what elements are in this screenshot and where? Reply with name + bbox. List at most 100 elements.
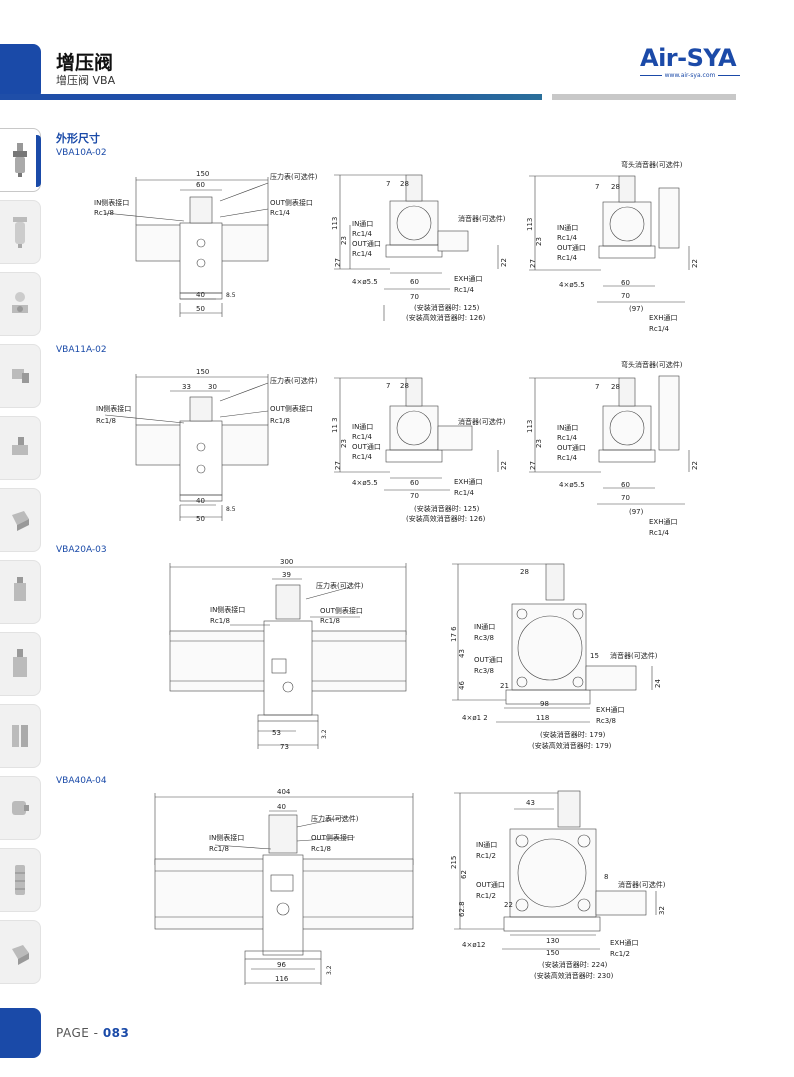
svg-text:215: 215 [450, 856, 458, 869]
svg-text:22: 22 [691, 259, 699, 268]
page-number-value: 083 [102, 1026, 130, 1040]
svg-text:7: 7 [595, 383, 599, 391]
silencer-icon [15, 865, 25, 895]
svg-text:32: 32 [658, 906, 666, 915]
svg-text:28: 28 [611, 183, 620, 191]
svg-text:22: 22 [691, 461, 699, 470]
svg-text:62: 62 [460, 870, 468, 879]
svg-text:OUT通口: OUT通口 [476, 880, 505, 889]
svg-text:OUT通口: OUT通口 [474, 655, 503, 664]
side-view-drawing: 7 28 11 3 23 27 IN通口 Rc1/4 OUT通口 Rc1/4 消… [331, 377, 508, 523]
svg-text:23: 23 [535, 237, 543, 246]
svg-text:46: 46 [458, 681, 466, 690]
svg-text:Rc1/8: Rc1/8 [210, 617, 230, 625]
sidebar-item-actuator[interactable] [0, 632, 41, 696]
sidebar-item-valve[interactable] [0, 416, 41, 480]
svg-text:113: 113 [526, 218, 534, 231]
gauge-icon [12, 292, 28, 313]
svg-text:96: 96 [277, 961, 286, 969]
svg-text:Rc1/4: Rc1/4 [649, 325, 670, 333]
svg-text:40: 40 [277, 803, 286, 811]
svg-text:Rc1/4: Rc1/4 [352, 250, 373, 258]
svg-text:压力表(可选件): 压力表(可选件) [270, 172, 318, 181]
svg-text:压力表(可选件): 压力表(可选件) [316, 581, 364, 590]
svg-text:消音器(可选件): 消音器(可选件) [458, 417, 506, 426]
svg-text:4×ø1 2: 4×ø1 2 [462, 714, 488, 722]
sidebar-item-silencer[interactable] [0, 848, 41, 912]
svg-text:62.8: 62.8 [458, 901, 466, 917]
svg-text:113: 113 [526, 420, 534, 433]
valve-icon [12, 437, 28, 455]
svg-text:消音器(可选件): 消音器(可选件) [618, 880, 666, 889]
regulator-icon [13, 143, 27, 177]
sidebar-item-cylinder[interactable] [0, 560, 41, 624]
sidebar-item-gauge[interactable] [0, 272, 41, 336]
svg-text:(97): (97) [629, 305, 644, 313]
svg-text:28: 28 [400, 180, 409, 188]
svg-text:50: 50 [196, 515, 205, 523]
svg-text:60: 60 [196, 181, 205, 189]
svg-text:Rc1/4: Rc1/4 [352, 453, 373, 461]
actuator-icon [13, 649, 27, 677]
svg-text:(安装高效消音器时: 126): (安装高效消音器时: 126) [406, 514, 486, 523]
svg-text:Rc3/8: Rc3/8 [474, 634, 494, 642]
svg-text:Rc3/8: Rc3/8 [596, 717, 616, 725]
svg-text:OUT侧表接口: OUT侧表接口 [270, 404, 313, 413]
svg-text:Rc1/4: Rc1/4 [454, 489, 475, 497]
svg-text:Rc1/4: Rc1/4 [557, 454, 578, 462]
sidebar-item-fitting[interactable] [0, 344, 41, 408]
logo-text: Air-SYA [640, 44, 737, 72]
svg-text:Rc1/4: Rc1/4 [270, 209, 291, 217]
header-tab [0, 44, 41, 100]
sidebar-item-unit[interactable] [0, 704, 41, 768]
svg-text:39: 39 [282, 571, 291, 579]
svg-text:28: 28 [400, 382, 409, 390]
sidebar-item-connector[interactable] [0, 776, 41, 840]
svg-text:8.5: 8.5 [226, 292, 236, 299]
svg-text:22: 22 [500, 258, 508, 267]
svg-text:(安装消音器时: 125): (安装消音器时: 125) [414, 303, 480, 312]
svg-text:IN通口: IN通口 [352, 219, 373, 228]
svg-text:OUT侧表接口: OUT侧表接口 [320, 606, 363, 615]
svg-text:IN通口: IN通口 [557, 423, 578, 432]
svg-text:Rc1/8: Rc1/8 [96, 417, 116, 425]
sidebar-item-pressure-valve[interactable] [0, 128, 41, 192]
svg-text:27: 27 [529, 259, 537, 268]
front-view-drawing: 404 40 压力表(可选件) IN侧表接口 Rc1/8 OUT侧表接口 Rc1… [154, 788, 414, 985]
svg-text:43: 43 [458, 649, 466, 658]
front-view-drawing: 300 39 压力表(可选件) IN侧表接口 Rc1/8 OUT侧表接口 Rc1… [169, 558, 407, 751]
svg-text:消音器(可选件): 消音器(可选件) [610, 651, 658, 660]
side-view-drawing: 28 17 6 43 46 IN通口 Rc3/8 OUT通口 Rc3/8 15 … [450, 563, 662, 750]
svg-text:Rc1/8: Rc1/8 [311, 845, 331, 853]
svg-text:98: 98 [540, 700, 549, 708]
svg-text:EXH通口: EXH通口 [596, 705, 624, 714]
model-name: VBA40A-04 [56, 776, 107, 786]
side-view-drawing: 43 215 62 62.8 IN通口 Rc1/2 OUT通口 Rc1/2 8 … [450, 790, 666, 980]
svg-text:OUT通口: OUT通口 [352, 239, 381, 248]
svg-text:70: 70 [621, 494, 630, 502]
svg-text:300: 300 [280, 558, 293, 566]
svg-text:OUT通口: OUT通口 [557, 443, 586, 452]
svg-text:404: 404 [277, 788, 291, 796]
svg-text:17 6: 17 6 [450, 626, 458, 642]
sidebar-item-accessory[interactable] [0, 920, 41, 984]
header-bar-blue [0, 94, 542, 100]
sidebar-item-filter[interactable] [0, 200, 41, 264]
sidebar-item-solenoid[interactable] [0, 488, 41, 552]
svg-text:Rc1/4: Rc1/4 [557, 434, 578, 442]
svg-text:3.2: 3.2 [321, 729, 328, 739]
svg-text:Rc1/4: Rc1/4 [352, 230, 373, 238]
svg-text:EXH通口: EXH通口 [649, 313, 677, 322]
svg-text:113: 113 [331, 217, 339, 230]
model-name: VBA11A-02 [56, 345, 107, 355]
svg-text:(安装高效消音器时: 230): (安装高效消音器时: 230) [534, 971, 614, 980]
svg-text:(安装高效消音器时: 126): (安装高效消音器时: 126) [406, 313, 486, 322]
svg-text:(安装消音器时: 179): (安装消音器时: 179) [540, 730, 606, 739]
filter-icon [13, 217, 27, 248]
front-view-drawing: 150 60 压力表(可选件) IN侧表接口 Rc1/8 OUT侧表接口 Rc1… [94, 170, 318, 317]
svg-text:28: 28 [611, 383, 620, 391]
svg-text:压力表(可选件): 压力表(可选件) [311, 814, 359, 823]
fitting-icon [12, 369, 29, 383]
svg-text:4×ø5.5: 4×ø5.5 [559, 481, 585, 489]
side-view-elbow-drawing: 弯头消音器(可选件) 7 28 113 23 27 IN通口 Rc1/4 OUT… [526, 160, 699, 333]
